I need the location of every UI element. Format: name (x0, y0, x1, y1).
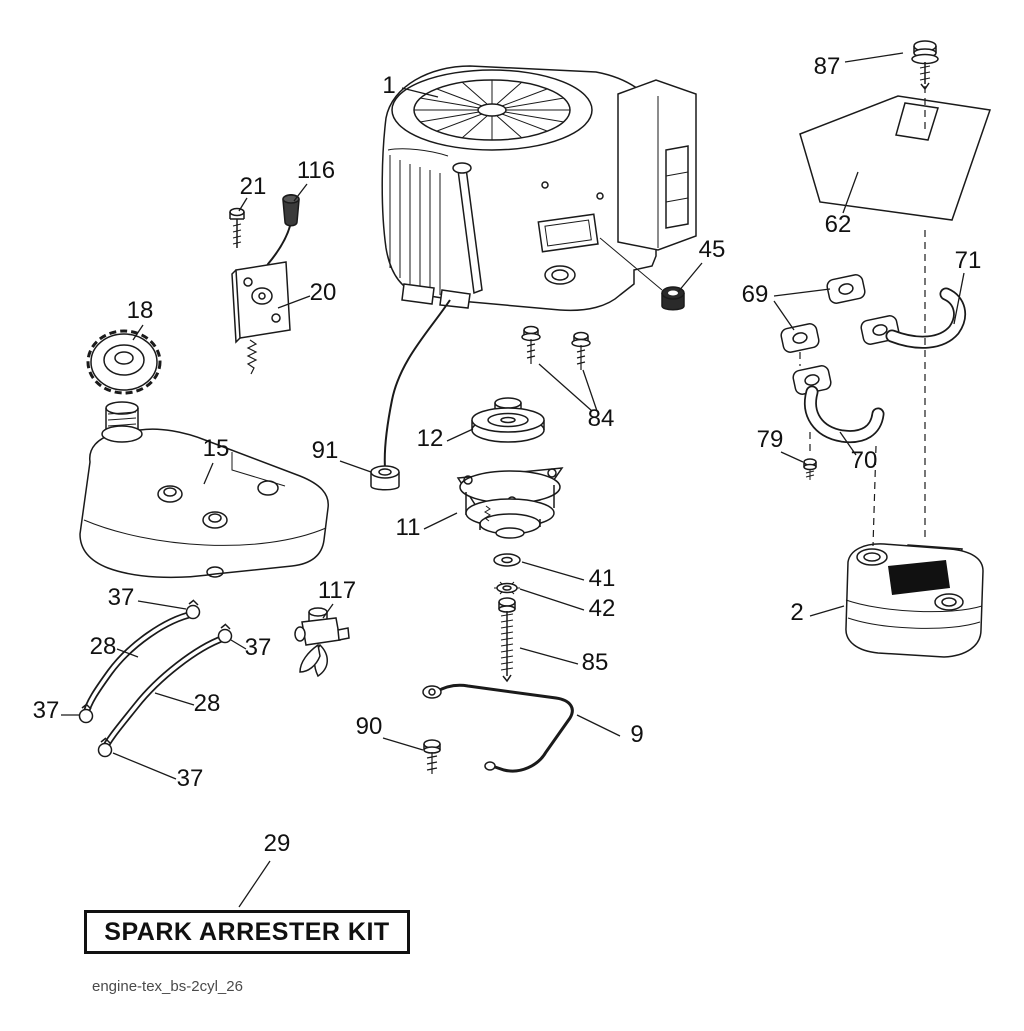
washers-illustration (493, 553, 521, 595)
callout-grommet: 91 (312, 437, 339, 464)
callout-fuel-hose-b: 28 (194, 690, 221, 717)
callout-clutch: 11 (396, 514, 421, 541)
callout-flat-washer: 41 (589, 565, 616, 592)
leader-lines (61, 52, 965, 908)
callout-shield-screw: 87 (814, 53, 841, 80)
callout-hose-clamp-a: 37 (108, 584, 135, 611)
fuel-tank-illustration (79, 401, 329, 579)
spark-arrester-kit-label: SPARK ARRESTER KIT (104, 917, 390, 946)
engine-bolts-illustration (521, 325, 591, 370)
callout-bushing: 45 (699, 236, 726, 263)
callout-lock-washer: 42 (589, 595, 616, 622)
callout-engine-bolts: 84 (588, 405, 615, 432)
exhaust-pipes-illustration (792, 287, 967, 444)
callout-fuel-valve: 117 (318, 577, 356, 604)
callout-exhaust-pipe-left: 70 (851, 447, 878, 474)
shield-screw-illustration (911, 40, 939, 91)
callout-hose-clamp-b: 37 (245, 634, 272, 661)
pulley-illustration (471, 397, 545, 443)
pipe-bolt-illustration (803, 458, 817, 480)
guide-rod-illustration (422, 683, 574, 773)
callout-heat-shield: 62 (825, 211, 852, 238)
callout-control-bracket: 20 (310, 279, 337, 306)
callout-hose-clamp-d: 37 (177, 765, 204, 792)
callout-exhaust-pipe-right: 71 (955, 247, 982, 274)
grommet-illustration (370, 465, 400, 491)
callout-muffler: 2 (790, 599, 803, 626)
callout-hose-clamp-c: 37 (33, 697, 60, 724)
spark-arrester-kit-box: SPARK ARRESTER KIT (84, 910, 410, 954)
clutch-illustration (456, 467, 564, 539)
callout-pipe-bolt: 79 (757, 426, 784, 453)
fuel-cap-illustration (86, 329, 162, 395)
callout-guide-bolt: 90 (356, 713, 383, 740)
callout-pulley: 12 (417, 425, 444, 452)
guide-bolt-illustration (423, 739, 441, 774)
callout-fuel-cap: 18 (127, 297, 154, 324)
callout-fuel-tank: 15 (203, 435, 230, 462)
diagram-filename: engine-tex_bs-2cyl_26 (92, 978, 243, 995)
callout-control-knob: 116 (297, 157, 335, 184)
fuel-valve-illustration (294, 607, 350, 678)
callout-spark-arrester-kit: 29 (264, 830, 291, 857)
callout-guide-rod: 9 (630, 721, 643, 748)
muffler-illustration (845, 543, 984, 658)
clutch-bolt-illustration (498, 597, 516, 683)
callout-clutch-bolt: 85 (582, 649, 609, 676)
alignment-dashed-lines (799, 86, 926, 547)
heat-shield-illustration (799, 95, 992, 221)
callout-control-bolt: 21 (240, 173, 267, 200)
fuel-hoses-illustration (82, 610, 228, 754)
hose-clamps-illustration (78, 599, 233, 758)
fan-spokes (414, 80, 570, 140)
callout-engine: 1 (382, 72, 395, 99)
callout-exhaust-gaskets: 69 (742, 281, 769, 308)
exhaust-gaskets-illustration (780, 274, 866, 353)
callout-fuel-hose-a: 28 (90, 633, 117, 660)
engine-illustration (381, 65, 697, 469)
bushing-illustration (661, 286, 685, 311)
control-group-illustration (229, 194, 300, 375)
